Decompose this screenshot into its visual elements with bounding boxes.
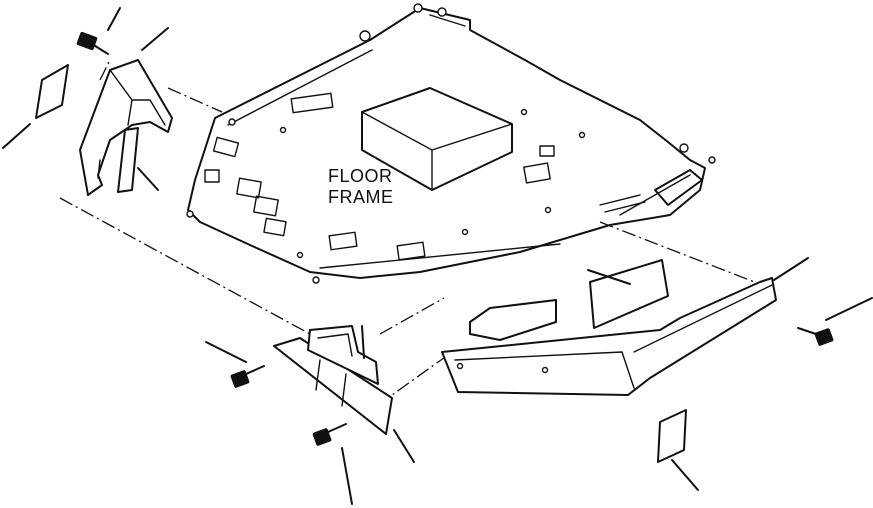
bolt-bottom-left (312, 423, 347, 446)
bolt-right (797, 327, 834, 346)
left-lower-cover (273, 337, 393, 435)
center-small-part (469, 299, 557, 341)
floor-frame-label-line1: FLOOR (328, 166, 393, 186)
center-left-bracket (307, 325, 379, 385)
floor-frame-label-line2: FRAME (328, 187, 394, 207)
right-cover-plate (657, 409, 687, 463)
bolt-left-middle (230, 365, 265, 388)
rectangular-plate (589, 259, 669, 329)
long-lower-cover (441, 277, 777, 396)
floor-frame (186, 3, 716, 284)
bolt-top-left (76, 31, 109, 55)
assembly-lines (59, 59, 771, 401)
leader-lines (2, 7, 873, 505)
left-cover-plate (35, 64, 69, 119)
left-bracket (79, 59, 173, 196)
